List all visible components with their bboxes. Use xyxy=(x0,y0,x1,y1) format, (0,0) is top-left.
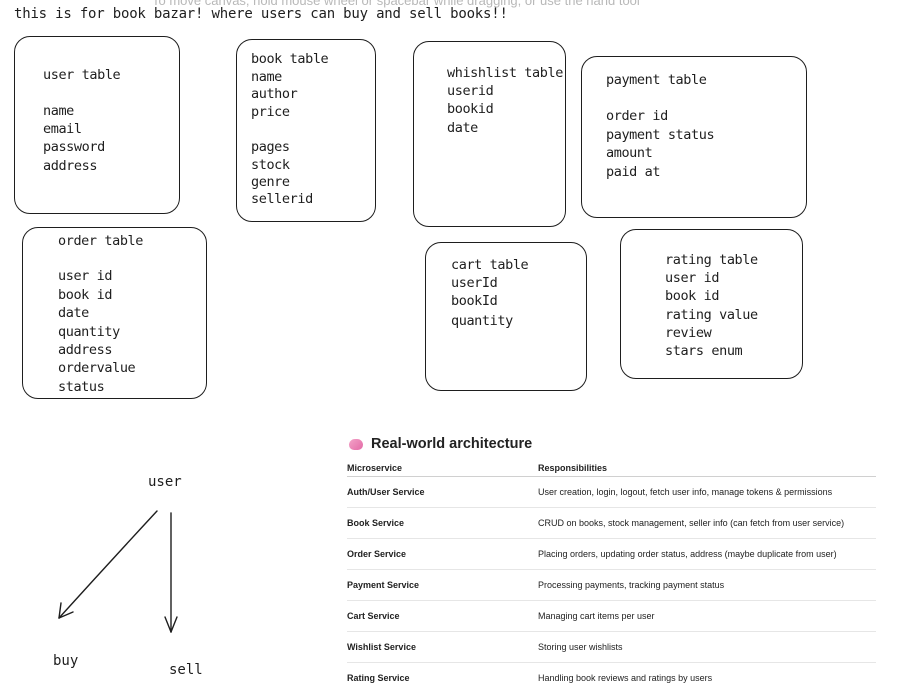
service-name: Book Service xyxy=(347,507,538,539)
payment-table-title: payment table xyxy=(606,72,707,88)
architecture-title: Real-world architecture xyxy=(371,436,533,452)
user-table-box[interactable]: user table name email password address xyxy=(14,36,180,214)
architecture-table: Microservice Responsibilities Auth/User … xyxy=(347,459,876,693)
wishlist-field-userid: userid xyxy=(447,83,494,99)
rating-field-rating-value: rating value xyxy=(665,307,758,323)
book-field-author: author xyxy=(251,86,298,102)
canvas-hint: To move canvas, hold mouse wheel or spac… xyxy=(152,0,640,8)
book-field-genre: genre xyxy=(251,174,290,190)
service-responsibility: Placing orders, updating order status, a… xyxy=(538,538,876,570)
service-name: Rating Service xyxy=(347,673,410,683)
flow-buy-label[interactable]: buy xyxy=(53,653,79,669)
table-row: Order Service Placing orders, updating o… xyxy=(347,538,876,570)
table-row: Payment Service Processing payments, tra… xyxy=(347,569,876,601)
cart-table-box[interactable]: cart table userId bookId quantity xyxy=(425,242,587,391)
sell-arrow[interactable] xyxy=(164,512,178,633)
wishlist-field-bookid: bookid xyxy=(447,101,494,117)
flow-sell-label[interactable]: sell xyxy=(169,662,203,678)
service-responsibility: User creation, login, logout, fetch user… xyxy=(538,476,876,508)
service-responsibility: CRUD on books, stock management, seller … xyxy=(538,507,876,539)
book-field-pages: pages xyxy=(251,139,290,155)
user-field-address: address xyxy=(43,158,98,174)
rating-table-box[interactable]: rating table user id book id rating valu… xyxy=(620,229,803,379)
book-table-box[interactable]: book table name author price pages stock… xyxy=(236,39,376,222)
service-responsibility: Managing cart items per user xyxy=(538,600,876,632)
order-field-status: status xyxy=(58,379,105,395)
payment-field-order-id: order id xyxy=(606,108,668,124)
service-name: Wishlist Service xyxy=(347,631,538,663)
service-name: Order Service xyxy=(347,538,538,570)
table-header-row: Microservice Responsibilities xyxy=(347,459,876,477)
cart-field-quantity: quantity xyxy=(451,313,513,329)
payment-field-amount: amount xyxy=(606,145,653,161)
service-responsibility: Processing payments, tracking payment st… xyxy=(538,569,876,601)
wishlist-field-date: date xyxy=(447,120,478,136)
buy-arrow[interactable] xyxy=(58,510,158,619)
table-row: Wishlist Service Storing user wishlists xyxy=(347,631,876,663)
user-field-name: name xyxy=(43,103,74,119)
book-field-sellerid: sellerid xyxy=(251,191,313,207)
order-table-title: order table xyxy=(58,233,144,249)
payment-table-box[interactable]: payment table order id payment status am… xyxy=(581,56,807,218)
user-table-title: user table xyxy=(43,67,121,83)
user-field-email: email xyxy=(43,121,82,137)
service-name: Auth/User Service xyxy=(347,476,538,508)
service-name: Cart Service xyxy=(347,600,538,632)
architecture-panel[interactable]: Real-world architecture Microservice Res… xyxy=(347,434,876,693)
book-field-stock: stock xyxy=(251,157,290,173)
order-field-quantity: quantity xyxy=(58,324,120,340)
book-field-name: name xyxy=(251,69,282,85)
service-responsibility: Storing user wishlists xyxy=(538,631,876,663)
user-field-password: password xyxy=(43,139,105,155)
cart-field-userid: userId xyxy=(451,275,498,291)
wishlist-table-box[interactable]: whishlist table userid bookid date xyxy=(413,41,566,227)
rating-field-review: review xyxy=(665,325,712,341)
order-field-book-id: book id xyxy=(58,287,113,303)
cart-field-bookid: bookId xyxy=(451,293,498,309)
column-header-responsibilities: Responsibilities xyxy=(538,459,876,477)
payment-field-payment-status: payment status xyxy=(606,127,715,143)
rating-field-book-id: book id xyxy=(665,288,720,304)
flow-user-label[interactable]: user xyxy=(148,474,182,490)
order-field-user-id: user id xyxy=(58,268,113,284)
architecture-heading: Real-world architecture xyxy=(347,434,876,454)
table-row: Auth/User Service User creation, login, … xyxy=(347,476,876,508)
cart-table-title: cart table xyxy=(451,257,529,273)
brain-icon xyxy=(349,438,363,450)
service-name: Payment Service xyxy=(347,569,538,601)
payment-field-paid-at: paid at xyxy=(606,164,661,180)
order-field-address: address xyxy=(58,342,113,358)
wishlist-table-title: whishlist table xyxy=(447,65,563,81)
rating-field-stars-enum: stars enum xyxy=(665,343,743,359)
order-field-ordervalue: ordervalue xyxy=(58,360,136,376)
board-headline[interactable]: this is for book bazar! where users can … xyxy=(14,6,508,22)
column-header-microservice: Microservice xyxy=(347,459,538,477)
table-row: Rating Service Handling book reviews and… xyxy=(347,663,876,693)
rating-table-title: rating table xyxy=(665,252,758,268)
table-row: Book Service CRUD on books, stock manage… xyxy=(347,507,876,539)
book-field-price: price xyxy=(251,104,290,120)
rating-field-user-id: user id xyxy=(665,270,720,286)
table-row: Cart Service Managing cart items per use… xyxy=(347,600,876,632)
order-field-date: date xyxy=(58,305,89,321)
order-table-box[interactable]: order table user id book id date quantit… xyxy=(22,227,207,399)
service-responsibility: Handling book reviews and ratings by use… xyxy=(538,673,713,683)
book-table-title: book table xyxy=(251,51,329,67)
